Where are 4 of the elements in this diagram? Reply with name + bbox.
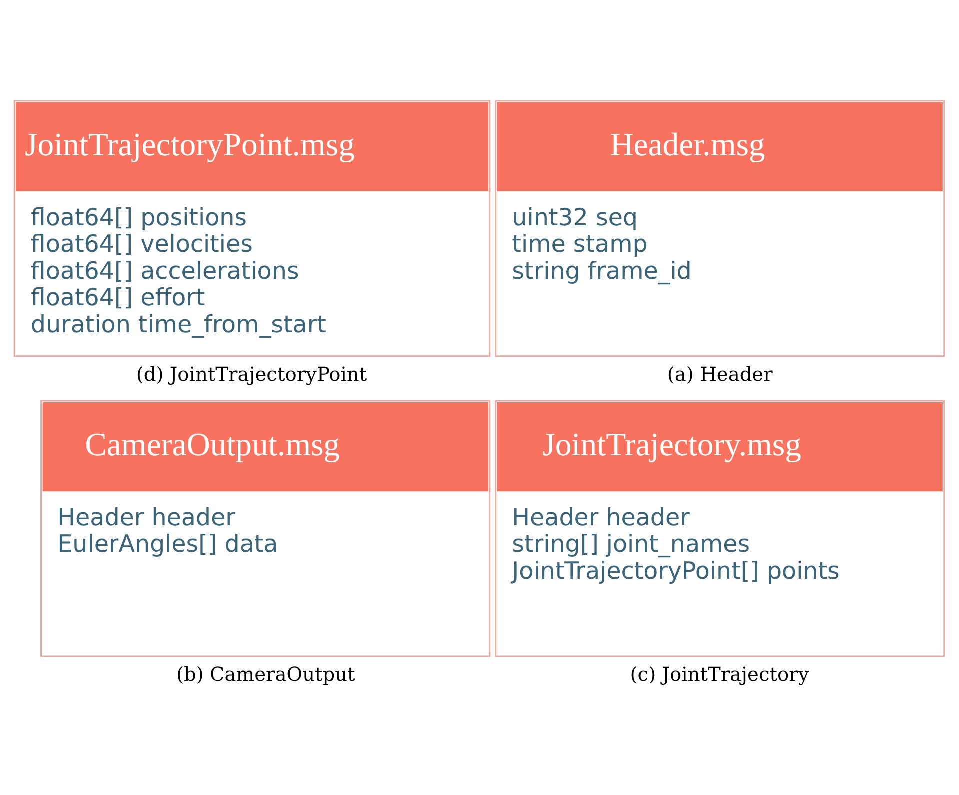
node-label: (c) JointTrajectory — [630, 662, 810, 686]
node-label: (a) Header — [667, 362, 773, 386]
node-label: (b) CameraOutput — [176, 662, 356, 686]
node-label: (d) JointTrajectoryPoint — [136, 362, 368, 386]
